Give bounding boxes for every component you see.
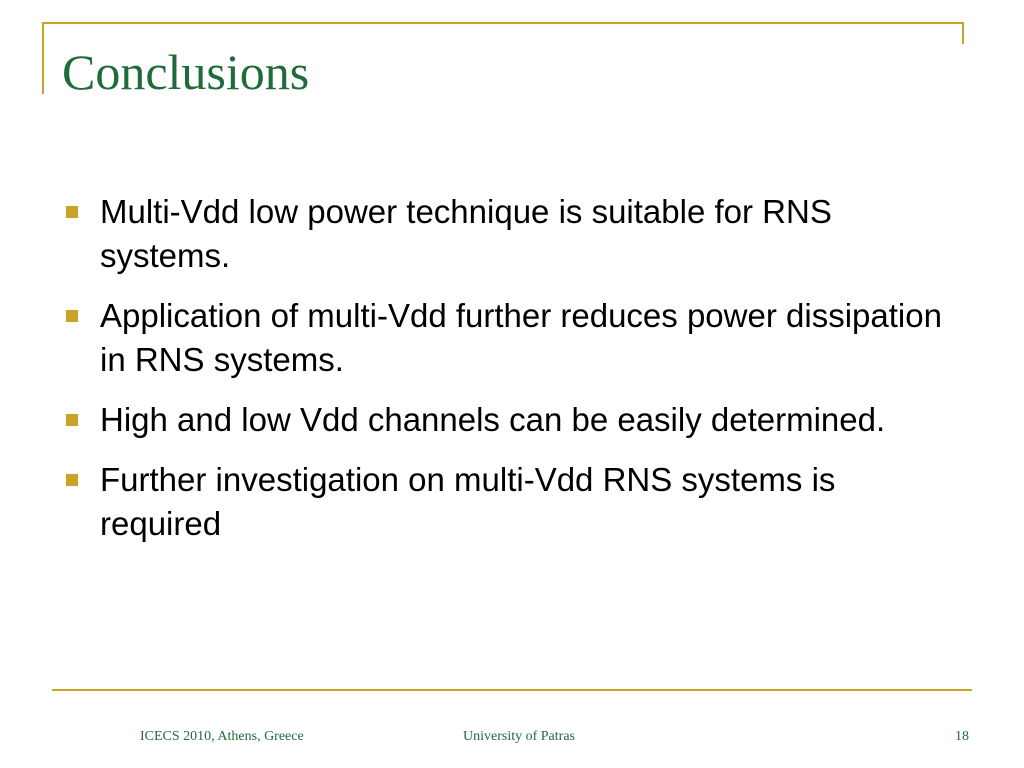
bullet-text: High and low Vdd channels can be easily … xyxy=(100,401,886,438)
bullet-item: High and low Vdd channels can be easily … xyxy=(62,398,962,442)
bullet-text: Multi-Vdd low power technique is suitabl… xyxy=(100,193,832,274)
frame-left-accent xyxy=(42,22,44,94)
slide-number: 18 xyxy=(955,729,969,744)
bullet-item: Further investigation on multi-Vdd RNS s… xyxy=(62,458,962,546)
square-bullet-icon xyxy=(66,310,78,322)
footer-divider xyxy=(52,689,972,691)
bullet-item: Application of multi-Vdd further reduces… xyxy=(62,294,962,382)
footer-university: University of Patras xyxy=(463,729,575,744)
bullet-list: Multi-Vdd low power technique is suitabl… xyxy=(62,190,962,562)
footer-conference: ICECS 2010, Athens, Greece xyxy=(140,729,304,744)
square-bullet-icon xyxy=(66,414,78,426)
slide-title: Conclusions xyxy=(62,44,310,100)
bullet-text: Application of multi-Vdd further reduces… xyxy=(100,297,942,378)
bullet-item: Multi-Vdd low power technique is suitabl… xyxy=(62,190,962,278)
square-bullet-icon xyxy=(66,474,78,486)
square-bullet-icon xyxy=(66,206,78,218)
bullet-text: Further investigation on multi-Vdd RNS s… xyxy=(100,461,836,542)
frame-top-line xyxy=(42,22,964,24)
frame-right-tick xyxy=(962,22,964,44)
